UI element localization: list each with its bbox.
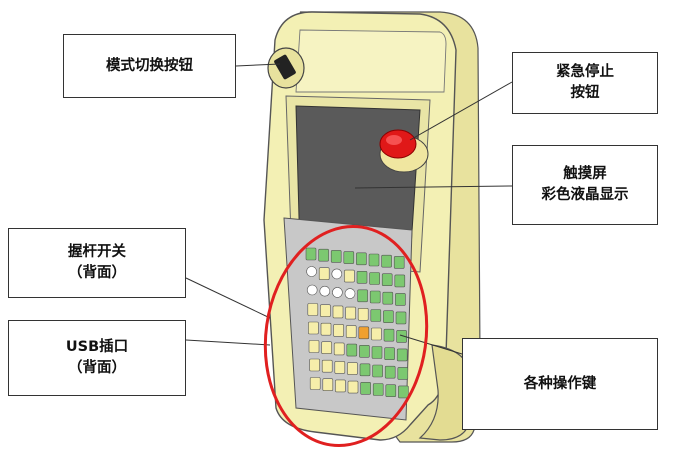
keypad-key [357,307,369,321]
callout-emergency-stop-line2: 按钮 [570,85,600,101]
keypad-key [384,347,395,361]
keypad-key [394,274,406,288]
keypad-key [357,289,368,303]
keypad-key [330,250,342,263]
keypad-key [346,343,358,357]
keypad-key [345,306,356,320]
keypad-key [309,358,320,372]
keypad-key [321,341,332,355]
keypad-key [318,248,329,262]
keypad-key [356,252,367,266]
emergency-stop-icon [379,129,429,173]
keypad-key [345,325,357,338]
callout-emergency-stop: 紧急停止 按钮 [512,52,658,114]
keypad-key [332,287,343,298]
keypad-key [308,340,320,353]
callout-mode-switch-text: 模式切换按钮 [106,57,193,74]
keypad-key [318,267,330,281]
keypad-key [320,322,332,336]
callout-touchscreen-line1: 触摸屏 [563,166,607,182]
mode-switch-knob [267,47,305,89]
leader-lines [185,63,513,355]
callout-usb-line2: （背面） [68,360,126,376]
keypad-key [385,384,397,398]
callout-usb-line1: USB插口 [65,339,129,355]
keypad-key [321,359,333,373]
keypad-key [356,270,368,284]
keypad-key [384,365,396,379]
keypad-key [396,330,407,343]
keypad-key [395,311,407,325]
keypad-key [372,364,383,378]
keypad-key [360,381,371,395]
keypad-key [305,247,317,261]
keypad-key [369,290,381,304]
keypad-key [347,380,359,394]
keypad-key [368,253,380,267]
keypad-key [332,305,344,319]
callout-emergency-stop-line1: 紧急停止 [556,64,614,80]
callout-grip-switch-line1: 握杆开关 [68,244,126,260]
keypad-key [306,266,317,277]
keypad-key [335,379,346,393]
keypad-key [306,284,318,296]
keypad-key [359,344,370,358]
keypad-key [395,293,406,306]
callout-grip-switch: 握杆开关 （背面） [8,228,186,298]
keypad-key [322,378,334,392]
keypad-key [383,328,395,342]
keypad-key [383,310,394,324]
keypad-key [359,363,371,377]
keypad-key [381,273,393,287]
callout-usb: USB插口 （背面） [8,320,186,396]
keypad-key [369,272,380,285]
keypad-key [398,385,409,399]
keypad-key [382,291,394,305]
callout-touchscreen-line2: 彩色液晶显示 [541,187,629,203]
keypad-key [372,383,384,396]
keypad-key [334,361,346,374]
callout-touchscreen: 触摸屏 彩色液晶显示 [512,145,658,225]
keypad-key [331,268,343,280]
top-bezel [295,29,447,93]
keypad-key [397,367,409,380]
keypad-key [371,346,383,359]
keypad-key [344,288,356,299]
keypad-highlight-circle [263,225,429,447]
keypad-key [333,342,345,356]
callout-grip-switch-line2: （背面） [68,265,126,281]
callout-mode-switch: 模式切换按钮 [63,34,236,98]
keypad-key [307,303,319,316]
keypad-key [308,321,319,335]
keypad-key [347,362,358,375]
keypad-key [319,285,331,297]
callout-operation-keys: 各种操作键 [462,338,658,430]
keypad-key [320,304,331,318]
keypad-key [396,348,408,362]
keypad-key [309,377,321,390]
keypad-key [393,256,405,269]
keypad-keys [305,247,409,399]
keypad-key [333,324,344,337]
callout-operation-keys-text: 各种操作键 [523,375,597,392]
keypad-key [358,326,370,340]
keypad-key [370,309,382,322]
keypad-key [343,251,355,264]
keypad-key [371,327,382,341]
keypad-key [344,269,355,283]
keypad-key [381,254,392,268]
